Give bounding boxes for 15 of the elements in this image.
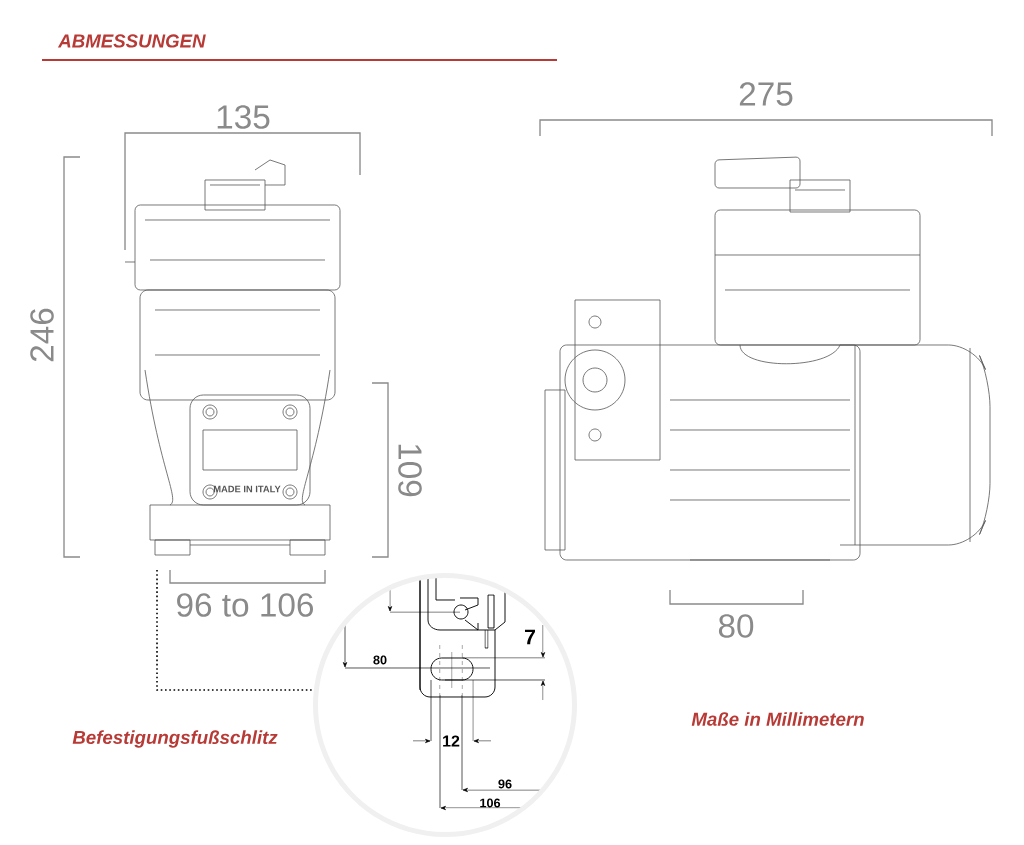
note-text: Maße in Millimetern [691, 712, 864, 726]
dimension-value: 135 [217, 105, 270, 129]
caption-text: Befestigungsfußschlitz [72, 730, 278, 748]
dimension-value: 96 [498, 779, 512, 789]
dimension-value: 80 [373, 655, 387, 665]
plate-text: MADE IN ITALY [213, 485, 281, 493]
dimension-value: 7 [525, 629, 535, 645]
heading: ABMESSUNGEN [57, 34, 206, 48]
dimension-value: 96 to 106 [177, 593, 313, 617]
dimension-value: 275 [739, 82, 793, 106]
dimension-value: 109 [398, 444, 422, 497]
dimension-value: 12 [443, 735, 460, 747]
dimension-value: 106 [480, 798, 501, 808]
dimension-value: 246 [30, 308, 54, 362]
dimension-value: 80 [718, 614, 754, 638]
